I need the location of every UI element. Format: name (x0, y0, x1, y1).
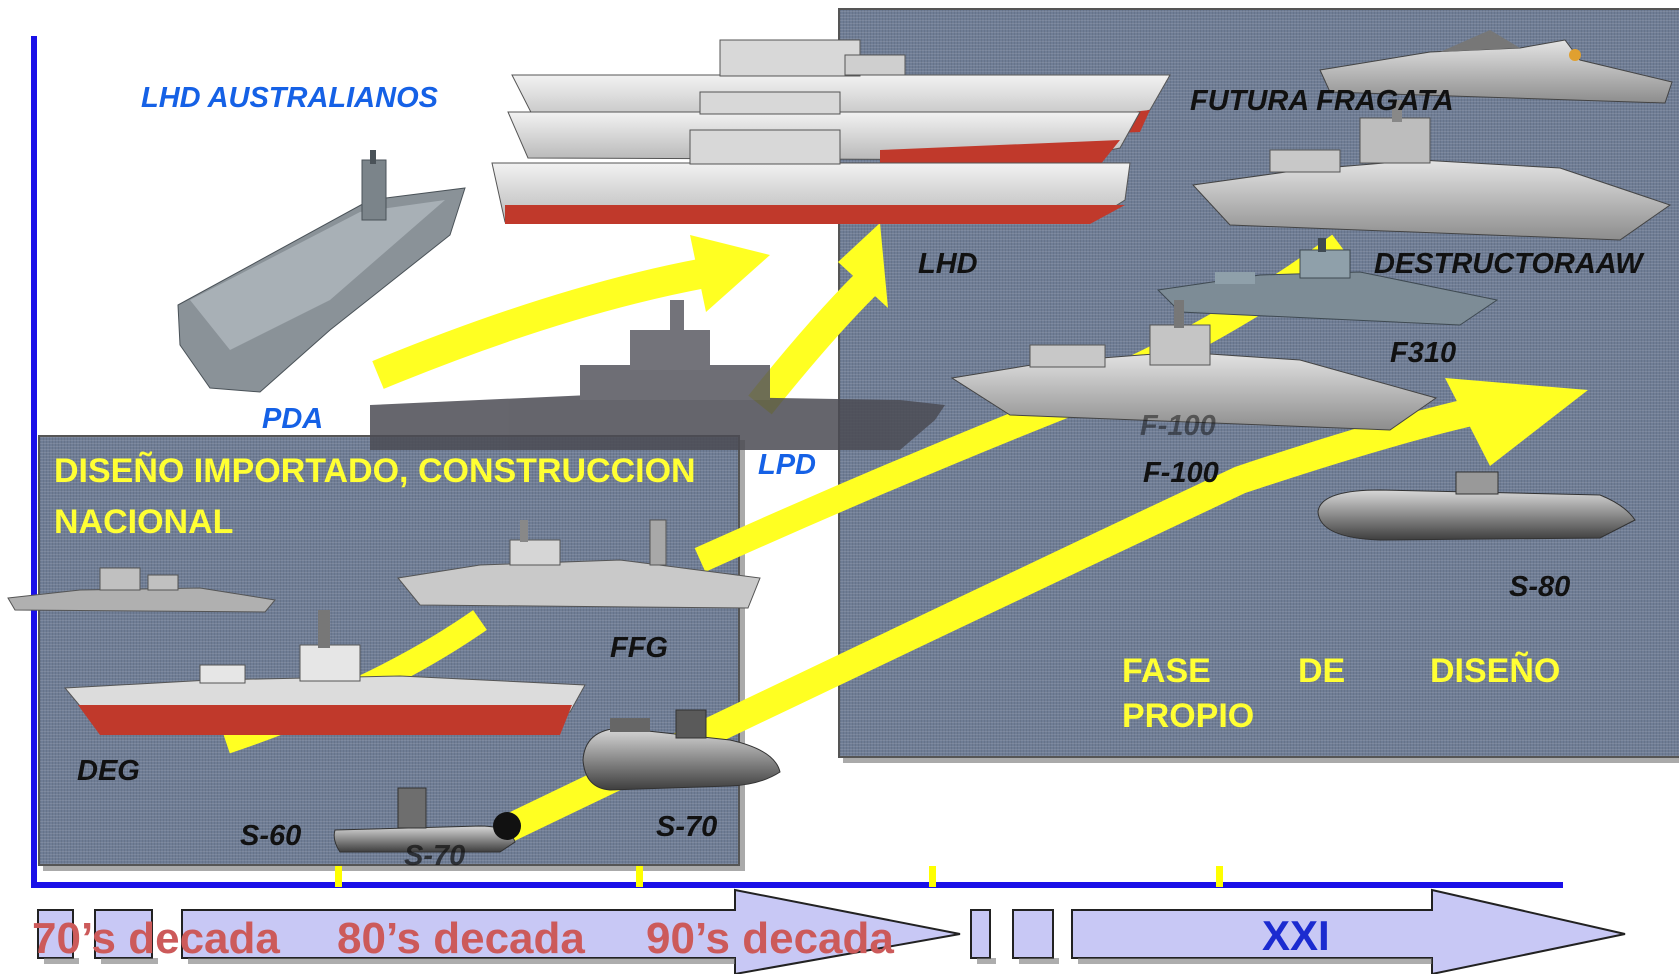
frigate-icon (950, 300, 1438, 431)
arrow-lpd-to-lhd (748, 274, 876, 415)
label-f100-ghost: F-100 (1140, 410, 1216, 442)
frigate-icon (397, 519, 761, 609)
own-design-fase: FASE (1122, 652, 1211, 690)
decade-70s: 70’s decada (32, 914, 280, 963)
own-design-propio: PROPIO (1122, 697, 1255, 735)
tick-mark (1216, 866, 1223, 887)
label-destructor: DESTRUCTORAAW (1374, 248, 1643, 280)
submarine-icon (582, 709, 781, 791)
label-deg: DEG (77, 755, 140, 787)
label-f310: F310 (1390, 337, 1457, 369)
timeline-blocks (37, 888, 1626, 974)
label-s80: S-80 (1509, 571, 1571, 603)
arrow-head (838, 223, 888, 308)
x-axis (31, 882, 1563, 888)
frigate-icon (63, 610, 586, 735)
decade-80s: 80’s decada (337, 914, 585, 963)
stealth-ship-icon (1319, 30, 1673, 104)
label-f100: F-100 (1143, 457, 1219, 489)
tick-mark (929, 866, 936, 887)
lhd-australianos-ships (491, 39, 1171, 224)
label-futura-fragata: FUTURA FRAGATA (1190, 85, 1454, 117)
y-axis (31, 36, 37, 888)
arrow-pda-to-lhd (372, 258, 708, 389)
timeline-block (970, 909, 991, 959)
label-pda: PDA (262, 403, 324, 435)
timeline-block (37, 909, 74, 959)
era-xxi: XXI (1262, 912, 1330, 959)
destroyer-icon (1191, 100, 1672, 241)
aircraft-carrier-icon (177, 150, 466, 393)
amphibious-ship-icon (491, 129, 1131, 224)
own-design-diseno: DISEÑO (1430, 652, 1561, 690)
submarine-icon (1317, 471, 1636, 541)
label-lhd: LHD (918, 248, 978, 280)
frigate-icon (7, 567, 276, 613)
tick-mark (636, 866, 643, 887)
submarine-icon (333, 787, 521, 853)
decade-90s: 90’s decada (646, 914, 894, 963)
imported-design-title-line1: DISEÑO IMPORTADO, CONSTRUCCION (54, 452, 696, 490)
own-design-de: DE (1298, 652, 1346, 690)
label-s70: S-70 (656, 811, 718, 843)
timeline-block (1012, 909, 1054, 959)
panel-imported-design (38, 435, 740, 866)
label-s70-ghost: S-70 (404, 840, 466, 872)
label-s60: S-60 (240, 820, 302, 852)
arrow-head (1445, 378, 1588, 466)
label-ffg: FFG (610, 632, 668, 664)
arrow-head (690, 235, 770, 312)
label-lpd: LPD (758, 449, 816, 481)
tick-mark (335, 866, 342, 887)
frigate-icon (1156, 238, 1499, 326)
amphibious-ship-icon (370, 300, 945, 450)
imported-design-title-line2: NACIONAL (54, 503, 234, 541)
label-lhd-australianos: LHD AUSTRALIANOS (141, 82, 438, 114)
